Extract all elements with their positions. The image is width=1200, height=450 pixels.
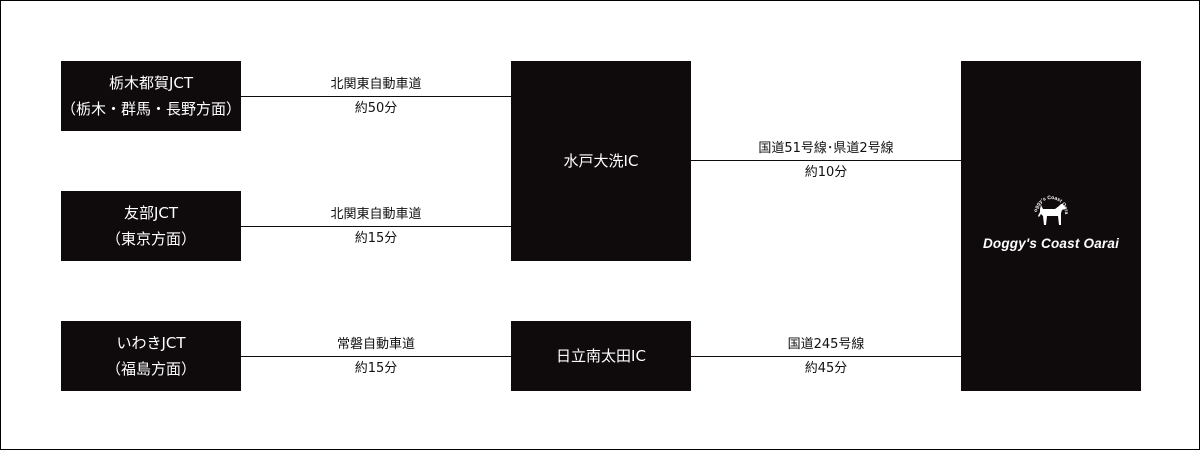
origin-tochigi-tsuga-jct: 栃木都賀JCT （栃木・群馬・長野方面） — [61, 61, 241, 131]
interchange-name: 水戸大洗IC — [563, 152, 639, 170]
destination-logo: Doggy's Coast Oarai — [1031, 195, 1071, 227]
route-time-label: 約15分 — [354, 231, 398, 246]
origin-tomobe-jct: 友部JCT （東京方面） — [61, 191, 241, 261]
interchange-hitachi-minami-ota-ic: 日立南太田IC — [511, 321, 691, 391]
origin-name: 友部JCT — [123, 204, 179, 222]
route-road-label: 北関東自動車道 — [330, 77, 422, 92]
route-time-label: 約10分 — [804, 165, 848, 180]
destination-box: Doggy's Coast Oarai Doggy's Coast Oarai — [961, 61, 1141, 391]
route-line-mito-to-destination — [691, 160, 961, 161]
interchange-mito-oarai-ic: 水戸大洗IC — [511, 61, 691, 261]
interchange-name: 日立南太田IC — [556, 347, 646, 365]
route-road-label: 常磐自動車道 — [336, 337, 415, 352]
route-line-hitachi-to-destination — [691, 356, 961, 357]
route-time-label: 約45分 — [804, 361, 848, 376]
route-road-label: 国道51号線･県道2号線 — [758, 141, 894, 156]
origin-direction: （福島方面） — [105, 360, 196, 378]
route-road-label: 北関東自動車道 — [330, 207, 422, 222]
dog-silhouette-icon: Doggy's Coast Oarai — [1031, 195, 1069, 225]
origin-direction: （栃木・群馬・長野方面） — [61, 100, 242, 118]
origin-direction: （東京方面） — [105, 230, 196, 248]
route-line-iwaki-to-hitachi — [241, 356, 511, 357]
origin-name: 栃木都賀JCT — [108, 74, 194, 92]
route-road-label: 国道245号線 — [787, 337, 865, 352]
route-line-tomobe-to-mito — [241, 226, 511, 227]
route-time-label: 約15分 — [354, 361, 398, 376]
origin-name: いわきJCT — [116, 334, 186, 352]
destination-name: Doggy's Coast Oarai — [982, 236, 1120, 251]
route-line-tochigi-to-mito — [241, 96, 511, 97]
route-time-label: 約50分 — [354, 101, 398, 116]
origin-iwaki-jct: いわきJCT （福島方面） — [61, 321, 241, 391]
